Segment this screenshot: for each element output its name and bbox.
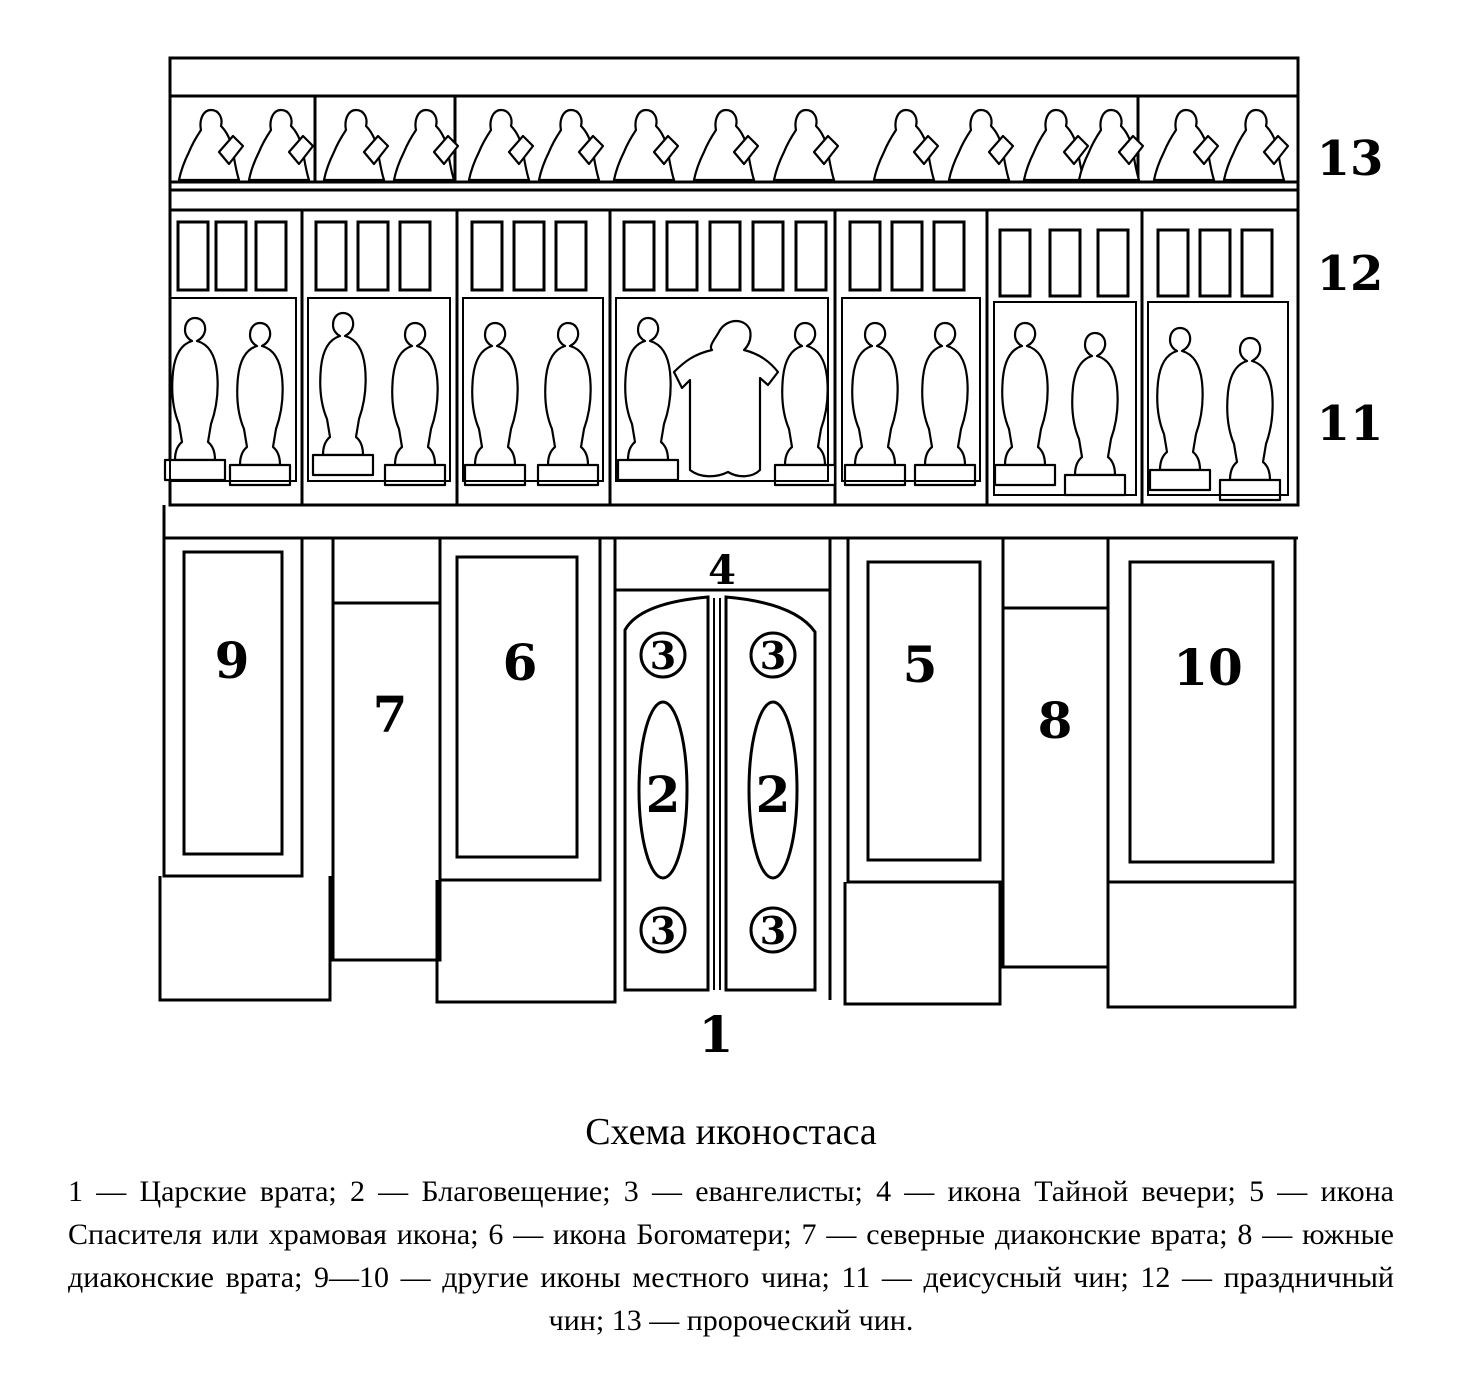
feast-icons	[176, 220, 1274, 298]
label-right-local-icon: 10	[1173, 638, 1243, 697]
label-evangelist-top-left: 3	[650, 633, 676, 678]
deesis-panel-borders	[169, 297, 1289, 496]
prophet-figure	[177, 108, 1290, 182]
local-icon-right-10	[1106, 538, 1297, 1009]
deesis-figures	[163, 311, 1282, 502]
label-savior-icon: 5	[903, 635, 938, 694]
prophets-row	[177, 96, 1290, 182]
label-south-doors: 8	[1038, 691, 1073, 750]
label-evangelist-bottom-left: 3	[650, 908, 676, 953]
label-evangelist-bottom-right: 3	[760, 908, 786, 953]
row-label-feasts: 12	[1317, 246, 1384, 302]
label-annunciation-left: 2	[646, 765, 681, 824]
enthroned-christ	[672, 319, 780, 478]
diagram-legend: 1 — Царские врата; 2 — Благовещение; 3 —…	[68, 1175, 1394, 1337]
label-last-supper: 4	[708, 547, 736, 594]
label-annunciation-right: 2	[756, 765, 791, 824]
north-deacon-doors-7	[331, 538, 442, 962]
theotokos-icon-6	[435, 538, 617, 1004]
row-label-prophets: 13	[1317, 131, 1384, 187]
local-icon-left-9	[158, 538, 332, 1002]
deesis-and-feasts-rows	[163, 210, 1289, 505]
label-theotokos-icon: 6	[503, 633, 538, 692]
local-row	[158, 538, 1297, 1009]
iconostasis-diagram: 13 12 11 9 7 6 4 3 3 3 3 2 2 1 5 8 10	[158, 56, 1384, 1064]
row-label-deesis: 11	[1317, 396, 1384, 452]
diagram-title: Схема иконостаса	[585, 1111, 877, 1153]
label-left-local-icon: 9	[215, 631, 250, 690]
label-royal-doors: 1	[699, 1005, 734, 1064]
royal-doors-1	[613, 538, 832, 1000]
label-north-doors: 7	[373, 685, 408, 744]
label-evangelist-top-right: 3	[760, 633, 786, 678]
south-deacon-doors-8	[1001, 538, 1110, 969]
savior-icon-5	[843, 538, 1005, 1006]
